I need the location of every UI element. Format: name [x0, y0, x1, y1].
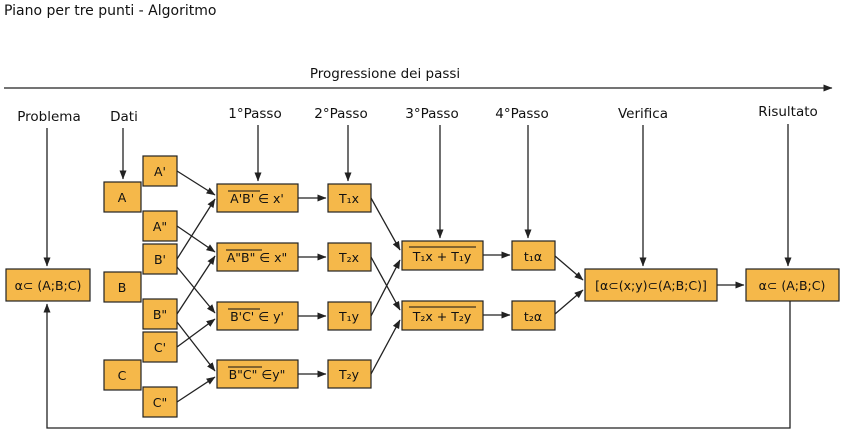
svg-text:B': B' [154, 252, 166, 267]
header-passo-4: 4°Passo [495, 106, 548, 122]
projection-b2-box: B" [142, 298, 178, 330]
svg-text:[α⊂(x;y)⊂(A;B;C)]: [α⊂(x;y)⊂(A;B;C)] [595, 278, 707, 293]
header-down-arrows [43, 124, 792, 267]
svg-text:t₂α: t₂α [524, 309, 542, 324]
flow-arrows [176, 170, 745, 403]
svg-text:B: B [118, 280, 127, 295]
header-passo-1: 1°Passo [228, 106, 281, 122]
svg-text:B"C" ∈y": B"C" ∈y" [229, 367, 286, 382]
projection-a2-box: A" [142, 210, 178, 242]
svg-text:T₂x: T₂x [338, 250, 359, 265]
svg-text:A': A' [154, 164, 166, 179]
point-a-box: A [103, 181, 142, 213]
svg-text:T₁x + T₁y: T₁x + T₁y [412, 249, 472, 264]
svg-text:α⊂ (A;B;C): α⊂ (A;B;C) [759, 278, 826, 293]
step1-box-2: A"B" ∈ x" [216, 242, 299, 272]
step1-box-1: A'B' ∈ x' [216, 183, 299, 213]
svg-text:C': C' [154, 340, 166, 355]
svg-text:C: C [118, 368, 127, 383]
svg-text:C": C" [153, 395, 167, 410]
header-risultato: Risultato [758, 104, 818, 120]
verifica-box: [α⊂(x;y)⊂(A;B;C)] [584, 268, 718, 302]
svg-text:T₁x: T₁x [338, 191, 359, 206]
projection-c1-box: C' [142, 331, 178, 363]
step2-box-4: T₂y [327, 359, 372, 389]
step4-box-1: t₁α [511, 240, 556, 271]
header-dati: Dati [110, 109, 138, 125]
problem-box: α⊂ (A;B;C) [5, 268, 91, 302]
svg-text:A: A [118, 190, 127, 205]
feedback-loop-arrow [43, 301, 791, 429]
step2-box-3: T₁y [327, 301, 372, 331]
point-b-box: B [103, 271, 142, 303]
step2-box-2: T₂x [327, 242, 372, 272]
svg-text:α⊂ (A;B;C): α⊂ (A;B;C) [15, 278, 82, 293]
projection-c2-box: C" [142, 386, 178, 418]
step3-box-2: T₂x + T₂y [401, 300, 484, 331]
svg-text:B": B" [153, 307, 167, 322]
svg-text:A'B' ∈ x': A'B' ∈ x' [230, 191, 284, 206]
svg-text:B'C' ∈ y': B'C' ∈ y' [230, 309, 284, 324]
point-c-box: C [103, 359, 142, 391]
projection-a1-box: A' [142, 155, 178, 187]
risultato-box: α⊂ (A;B;C) [745, 268, 840, 302]
projection-b1-box: B' [142, 243, 178, 275]
svg-text:A": A" [153, 219, 167, 234]
step1-box-3: B'C' ∈ y' [216, 301, 299, 331]
header-passo-2: 2°Passo [314, 106, 367, 122]
svg-text:A"B" ∈ x": A"B" ∈ x" [227, 250, 288, 265]
header-problema: Problema [17, 109, 80, 125]
svg-text:t₁α: t₁α [524, 249, 542, 264]
header-verifica: Verifica [618, 106, 668, 122]
step3-box-1: T₁x + T₁y [401, 240, 484, 271]
svg-text:T₂y: T₂y [338, 367, 360, 382]
page-title: Piano per tre punti - Algoritmo [4, 3, 217, 19]
step2-box-1: T₁x [327, 183, 372, 213]
progression-label: Progressione dei passi [310, 66, 460, 82]
svg-text:T₂x + T₂y: T₂x + T₂y [412, 309, 472, 324]
step4-box-2: t₂α [511, 300, 556, 331]
svg-text:T₁y: T₁y [338, 309, 360, 324]
header-passo-3: 3°Passo [405, 106, 458, 122]
step1-box-4: B"C" ∈y" [216, 359, 299, 389]
